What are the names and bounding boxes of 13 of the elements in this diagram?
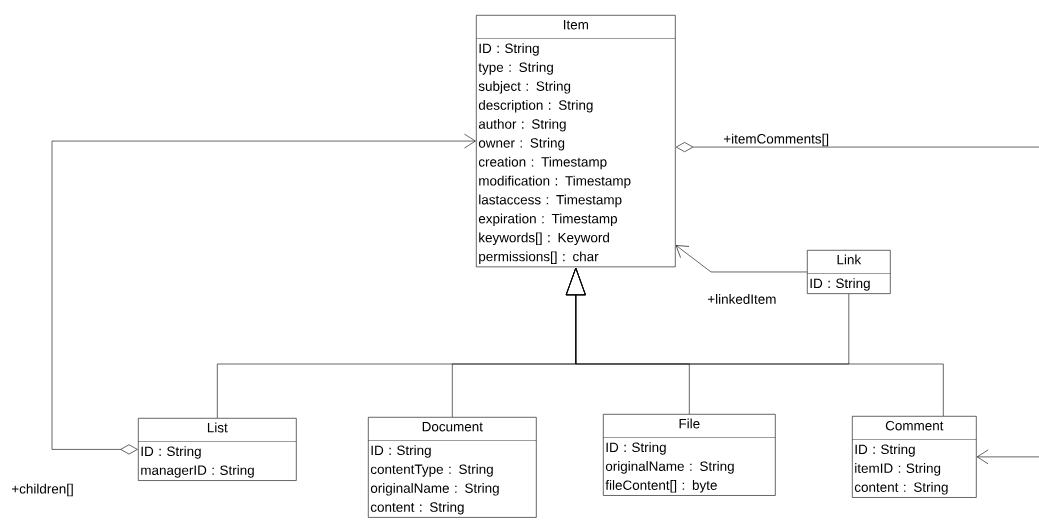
generalization-arrow [565,267,944,417]
edge-label: +children[] [11,483,73,497]
class-box: List ID : String managerID : String [138,418,297,481]
association-arrow [675,245,808,273]
association-arrow [675,142,1039,465]
class-box: Comment ID : String itemID : String content : String [852,416,977,498]
edge-label: +itemComments[] [723,133,829,147]
class-box: Link ID : String [807,250,891,294]
edge-label: +linkedItem [707,294,776,304]
class-box: File ID : String originalName : String fileContent[] : byte [603,414,776,496]
association-arrow [51,133,476,455]
class-box: Document ID : String contentType : String originalName : String content : String [368,417,537,518]
class-box: Item ID : String type : String subject : String description : String author : String owner : String creation : Timestamp modification : Timestamp lastaccess : Timestamp expiration : Timestamp keywords[] : Keyword permissions[] : char [476,15,676,268]
